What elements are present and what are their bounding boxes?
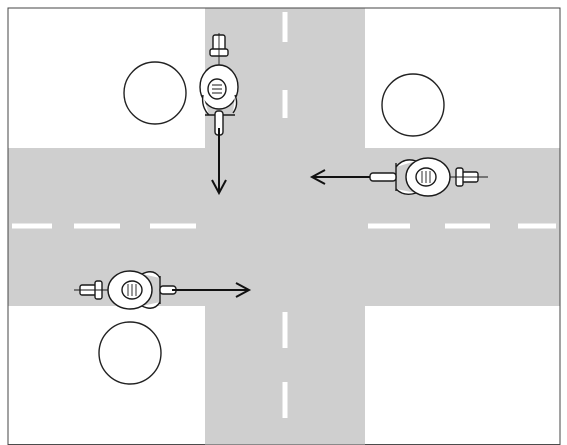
rider-north — [199, 33, 239, 136]
frame-border-left — [0, 0, 8, 445]
rider-west — [74, 270, 177, 310]
marker-top-left — [123, 61, 187, 125]
arrow-east-head — [235, 282, 252, 298]
lane-markings — [12, 12, 556, 418]
frame-outline — [7, 7, 561, 445]
frame-border-right — [560, 0, 567, 445]
marker-bottom-left — [98, 321, 162, 385]
frame-border-top — [0, 0, 567, 8]
marker-top-right — [381, 73, 445, 137]
arrow-south-head — [211, 179, 227, 196]
arrow-west-head — [309, 169, 326, 185]
